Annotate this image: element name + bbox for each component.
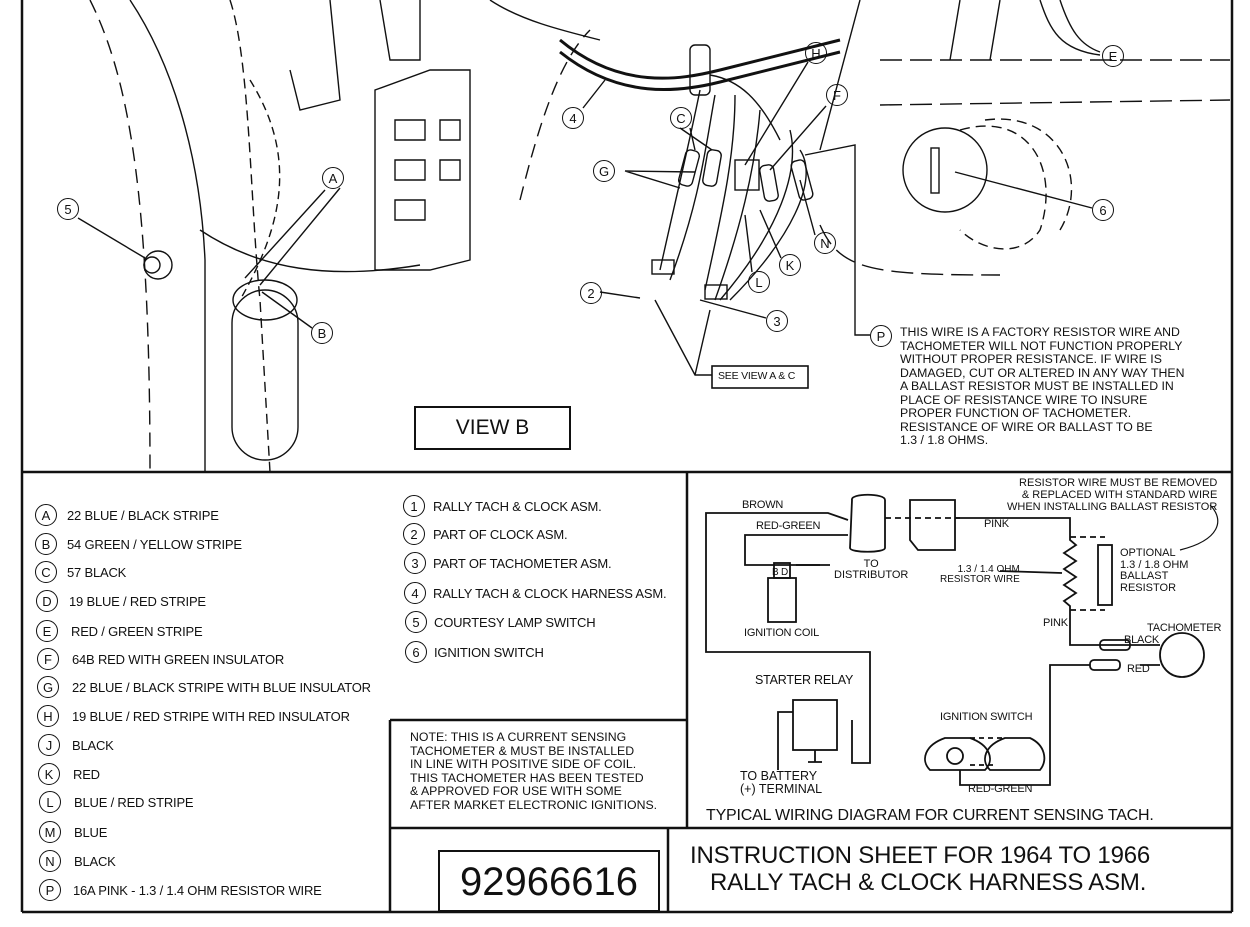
red-green-wire (744, 534, 848, 566)
resistor-wire-note: THIS WIRE IS A FACTORY RESISTOR WIRE AND… (900, 325, 1185, 447)
legend-key: 4 (404, 582, 426, 604)
legend-key: J (38, 734, 60, 756)
legend-key: 1 (403, 495, 425, 517)
legend-key: H (37, 705, 59, 727)
frame-lines (20, 0, 1234, 914)
callout-6: 6 (1092, 199, 1114, 221)
legend-key: G (37, 676, 59, 698)
ignition-switch-right (984, 737, 1046, 771)
legend-text: 22 BLUE / BLACK STRIPE (67, 508, 219, 523)
legend-key: L (39, 791, 61, 813)
tachometer-gauge (1159, 632, 1205, 678)
legend-text: COURTESY LAMP SWITCH (434, 615, 596, 630)
label-pink: PINK (984, 518, 1009, 530)
label-to-distributor: TO DISTRIBUTOR (834, 558, 909, 581)
legend-text: RED / GREEN STRIPE (71, 624, 203, 639)
callout-3: 3 (766, 310, 788, 332)
legend-text: 22 BLUE / BLACK STRIPE WITH BLUE INSULAT… (72, 680, 371, 695)
legend-key: D (36, 590, 58, 612)
legend-key: B (35, 533, 57, 555)
wiring-schematic (705, 493, 1219, 786)
label-to-battery: TO BATTERY (+) TERMINAL (740, 769, 823, 796)
callout-5: 5 (57, 198, 79, 220)
resistor-removal-note: RESISTOR WIRE MUST BE REMOVED & REPLACED… (1007, 477, 1218, 513)
legend-key: C (35, 561, 57, 583)
see-view-label: SEE VIEW A & C (718, 370, 796, 382)
label-ignition-coil: IGNITION COIL (744, 627, 820, 639)
legend-text: RALLY TACH & CLOCK ASM. (433, 499, 602, 514)
legend-key: K (38, 763, 60, 785)
part-number: 92966616 (438, 850, 660, 912)
label-coil-terminals: B D (772, 567, 789, 578)
callout-b: B (311, 322, 333, 344)
label-ignition-switch: IGNITION SWITCH (940, 711, 1033, 723)
legend-text: PART OF TACHOMETER ASM. (433, 556, 612, 571)
brown-wire (705, 512, 871, 764)
legend-text: 16A PINK - 1.3 / 1.4 OHM RESISTOR WIRE (73, 883, 322, 898)
legend-text: BLACK (74, 854, 116, 869)
label-red-green: RED-GREEN (756, 520, 821, 532)
pink-resistor-wire (955, 517, 1120, 646)
label-red-green-lower: RED-GREEN (968, 783, 1033, 795)
legend-text: 54 GREEN / YELLOW STRIPE (67, 537, 242, 552)
callout-n: N (814, 232, 836, 254)
label-brown: BROWN (742, 499, 784, 511)
callout-g: G (593, 160, 615, 182)
legend-text: RED (73, 767, 100, 782)
legend-key: F (37, 648, 59, 670)
sheet-title-line-1: INSTRUCTION SHEET FOR 1964 TO 1966 (690, 842, 1151, 869)
legend-text: BLACK (72, 738, 114, 753)
callout-l: L (748, 271, 770, 293)
label-starter-relay: STARTER RELAY (755, 673, 854, 687)
view-b-label: VIEW B (414, 406, 571, 450)
legend-text: RALLY TACH & CLOCK HARNESS ASM. (433, 586, 667, 601)
callout-a: A (322, 167, 344, 189)
legend-key: E (36, 620, 58, 642)
label-pink-lower: PINK (1043, 617, 1068, 629)
legend-text: IGNITION SWITCH (434, 645, 544, 660)
legend-text: PART OF CLOCK ASM. (433, 527, 568, 542)
legend-text: 19 BLUE / RED STRIPE (69, 594, 206, 609)
label-resistor-wire: 1.3 / 1.4 OHM RESISTOR WIRE (940, 564, 1020, 585)
legend-key: P (39, 879, 61, 901)
legend-key: 5 (405, 611, 427, 633)
callout-e: E (1102, 45, 1124, 67)
view-b-illustration (77, 0, 1231, 473)
tach-note: NOTE: THIS IS A CURRENT SENSING TACHOMET… (410, 730, 658, 812)
callout-h: H (805, 42, 827, 64)
legend-key: M (39, 821, 61, 843)
callout-2: 2 (580, 282, 602, 304)
legend-key: 6 (405, 641, 427, 663)
label-tachometer: TACHOMETER (1147, 622, 1222, 634)
label-black: BLACK (1124, 634, 1160, 646)
label-ballast-resistor: OPTIONAL 1.3 / 1.8 OHM BALLAST RESISTOR (1120, 547, 1189, 594)
legend-key: N (39, 850, 61, 872)
legend-text: BLUE / RED STRIPE (74, 795, 194, 810)
starter-relay-shape (792, 699, 838, 751)
ignition-coil-shape (767, 577, 797, 623)
legend-text: 57 BLACK (67, 565, 127, 580)
wiring-caption: TYPICAL WIRING DIAGRAM FOR CURRENT SENSI… (706, 807, 1154, 824)
legend-key: 3 (404, 552, 426, 574)
callout-k: K (779, 254, 801, 276)
callout-4: 4 (562, 107, 584, 129)
legend-text: BLUE (74, 825, 108, 840)
label-red: RED (1127, 663, 1150, 675)
legend-key: A (35, 504, 57, 526)
legend-text: 64B RED WITH GREEN INSULATOR (72, 652, 285, 667)
sheet-title-line-2: RALLY TACH & CLOCK HARNESS ASM. (710, 869, 1147, 896)
legend-key: 2 (403, 523, 425, 545)
callout-c: C (670, 107, 692, 129)
connector-female (909, 499, 956, 551)
connector-male (849, 493, 886, 553)
legend-text: 19 BLUE / RED STRIPE WITH RED INSULATOR (72, 709, 350, 724)
callout-p: P (870, 325, 892, 347)
callout-f: F (826, 84, 848, 106)
ballast-resistor (1097, 544, 1113, 606)
